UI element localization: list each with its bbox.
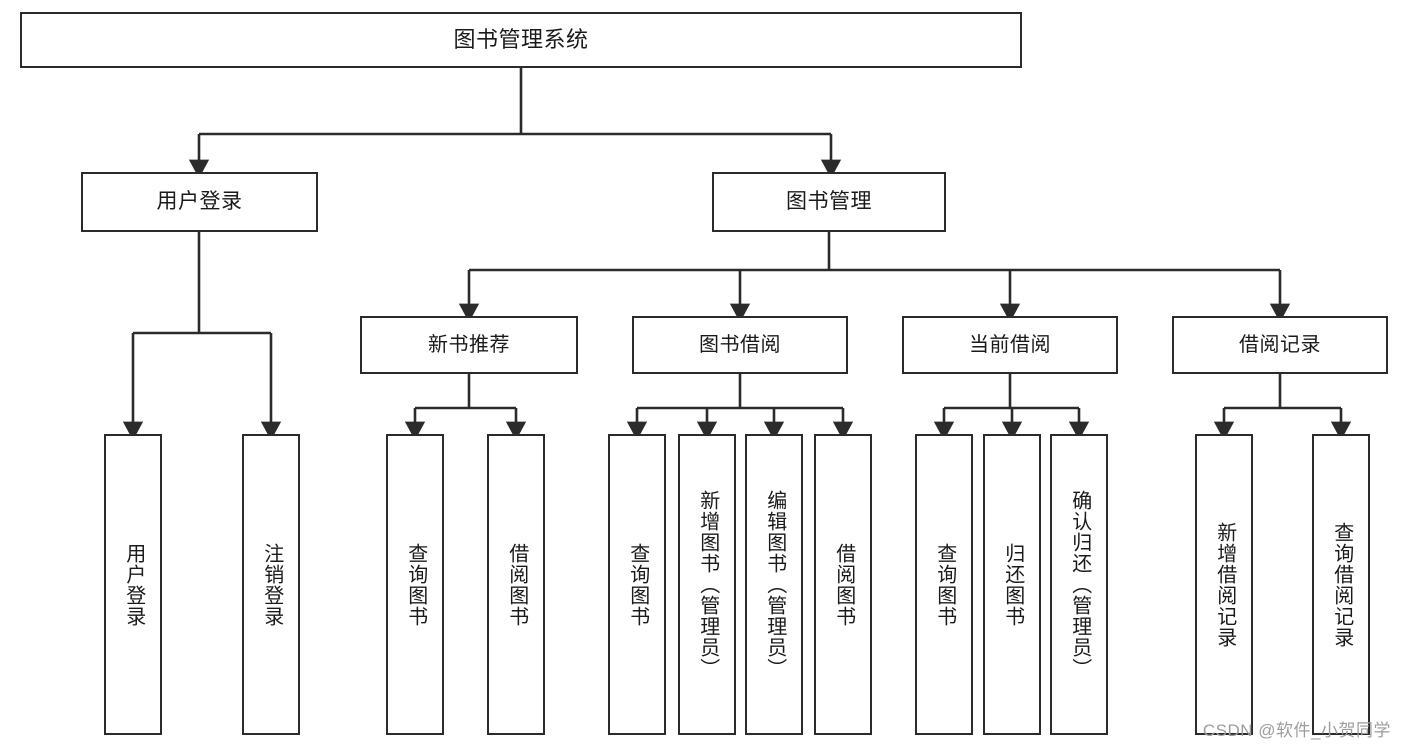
node-leaf-borrow-book-rec-label: 借阅图书 — [505, 542, 528, 627]
node-leaf-user-login[interactable]: 用户登录 — [104, 434, 162, 735]
node-leaf-borrow-book-label: 借阅图书 — [832, 542, 855, 627]
node-leaf-edit-book[interactable]: 编辑图书（管理员） — [745, 434, 803, 735]
node-borrow-record[interactable]: 借阅记录 — [1172, 316, 1388, 374]
node-leaf-query-record[interactable]: 查询借阅记录 — [1312, 434, 1370, 735]
node-leaf-confirm-return-label: 确认归还（管理员） — [1068, 490, 1091, 679]
node-user-login[interactable]: 用户登录 — [81, 172, 318, 232]
node-new-book-recommend[interactable]: 新书推荐 — [360, 316, 578, 374]
node-leaf-borrow-book[interactable]: 借阅图书 — [814, 434, 872, 735]
node-root[interactable]: 图书管理系统 — [20, 12, 1022, 68]
node-root-label: 图书管理系统 — [453, 27, 589, 53]
node-leaf-add-book[interactable]: 新增图书（管理员） — [678, 434, 736, 735]
node-leaf-query-book-current[interactable]: 查询图书 — [915, 434, 973, 735]
node-current-borrow[interactable]: 当前借阅 — [902, 316, 1118, 374]
node-leaf-add-record-label: 新增借阅记录 — [1213, 521, 1236, 648]
node-leaf-confirm-return[interactable]: 确认归还（管理员） — [1050, 434, 1108, 735]
node-leaf-query-book-rec[interactable]: 查询图书 — [386, 434, 444, 735]
node-book-manage[interactable]: 图书管理 — [712, 172, 946, 232]
node-current-borrow-label: 当前借阅 — [969, 333, 1051, 356]
node-leaf-return-book-label: 归还图书 — [1001, 542, 1024, 627]
node-book-borrow-label: 图书借阅 — [699, 333, 781, 356]
node-leaf-add-book-label: 新增图书（管理员） — [696, 490, 719, 679]
node-leaf-edit-book-label: 编辑图书（管理员） — [763, 490, 786, 679]
node-book-manage-label: 图书管理 — [786, 189, 872, 213]
node-leaf-user-login-label: 用户登录 — [122, 542, 145, 627]
node-leaf-user-logout-label: 注销登录 — [260, 542, 283, 627]
node-leaf-query-record-label: 查询借阅记录 — [1330, 521, 1353, 648]
node-book-borrow[interactable]: 图书借阅 — [632, 316, 848, 374]
node-borrow-record-label: 借阅记录 — [1239, 333, 1321, 356]
watermark-text: CSDN @软件_小贺同学 — [1202, 721, 1391, 740]
node-leaf-return-book[interactable]: 归还图书 — [983, 434, 1041, 735]
node-leaf-query-book-borrow[interactable]: 查询图书 — [608, 434, 666, 735]
node-leaf-query-book-current-label: 查询图书 — [933, 542, 956, 627]
node-leaf-user-logout[interactable]: 注销登录 — [242, 434, 300, 735]
node-leaf-add-record[interactable]: 新增借阅记录 — [1195, 434, 1253, 735]
node-leaf-borrow-book-rec[interactable]: 借阅图书 — [487, 434, 545, 735]
node-user-login-label: 用户登录 — [156, 189, 243, 213]
node-leaf-query-book-borrow-label: 查询图书 — [626, 542, 649, 627]
node-new-book-recommend-label: 新书推荐 — [428, 333, 510, 356]
node-leaf-query-book-rec-label: 查询图书 — [404, 542, 427, 627]
